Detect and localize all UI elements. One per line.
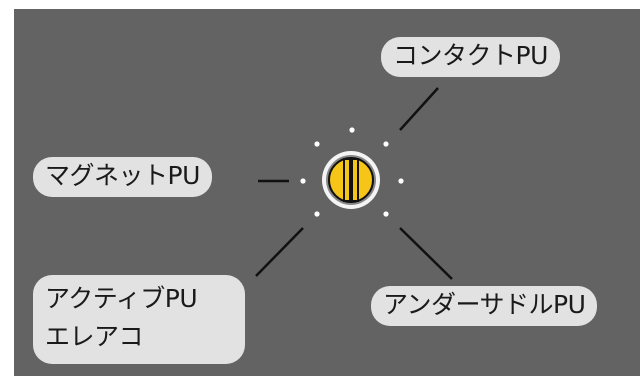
label-under-saddle-pickup: アンダーサドルPU [371, 286, 598, 326]
position-dot-upper-left [314, 141, 320, 147]
position-dot-contact [383, 141, 389, 147]
label-active-pickup: アクティブPU エレアコ [33, 275, 245, 364]
label-magnet-pickup: マグネットPU [33, 157, 212, 197]
position-dot-active [314, 211, 320, 217]
connector-under-saddle [399, 227, 453, 280]
label-active-line2: エレアコ [45, 322, 144, 351]
position-dot-top [349, 127, 355, 133]
label-contact-pickup: コンタクトPU [381, 37, 560, 77]
connector-active [255, 227, 304, 277]
connector-contact [399, 87, 439, 131]
selector-knob-icon[interactable] [322, 151, 380, 209]
label-active-line1: アクティブPU [45, 284, 198, 313]
position-dot-under-saddle [383, 211, 389, 217]
position-dot-right [398, 178, 404, 184]
position-dot-magnet [300, 178, 306, 184]
